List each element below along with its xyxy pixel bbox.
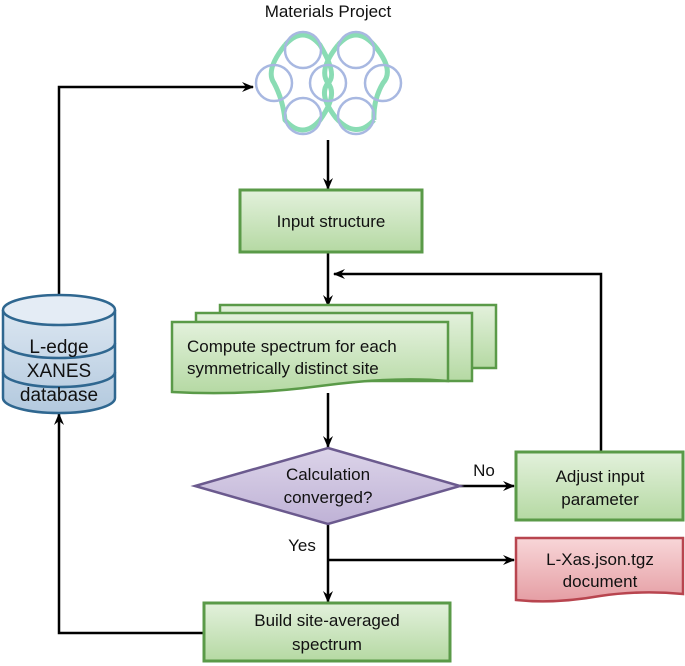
adjust-input-line-2: parameter	[561, 490, 639, 509]
materials-project-title: Materials Project	[265, 2, 392, 21]
output-document-line-2: document	[563, 572, 638, 591]
database-line-1: L-edge	[29, 337, 88, 358]
node-build-average: Build site-averaged spectrum	[202, 601, 452, 663]
document-layer-front	[170, 320, 450, 395]
node-compute-spectrum: Compute spectrum for each symmetrically …	[170, 303, 498, 395]
node-database: L-edge XANES database	[1, 293, 117, 415]
edge-label-yes: Yes	[288, 536, 316, 555]
build-average-line-1: Build site-averaged	[254, 611, 400, 630]
database-icon	[1, 310, 117, 415]
edge-label-no: No	[473, 461, 495, 480]
crystal-structure-icon	[254, 30, 403, 136]
molecule-bonds	[268, 32, 390, 133]
compute-spectrum-line-1: Compute spectrum for each	[187, 337, 397, 356]
build-average-line-2: spectrum	[292, 635, 362, 654]
decision-line-1: Calculation	[286, 465, 370, 484]
molecule-atoms	[254, 30, 403, 136]
node-output-document: L-Xas.json.tgz document	[514, 536, 685, 603]
arrow-database-to-mp	[57, 82, 254, 296]
database-line-3: database	[20, 385, 98, 406]
arrow-adjust-loop	[333, 269, 603, 452]
decision-line-2: converged?	[284, 488, 373, 507]
output-document-line-1: L-Xas.json.tgz	[546, 550, 654, 569]
arrow-build-to-database	[54, 413, 204, 635]
input-structure-label: Input structure	[277, 212, 386, 231]
adjust-input-line-1: Adjust input	[556, 467, 645, 486]
node-decision: Calculation converged?	[190, 446, 465, 526]
node-adjust-input: Adjust input parameter	[514, 450, 685, 522]
node-input-structure: Input structure	[238, 188, 424, 254]
database-line-2: XANES	[27, 361, 91, 382]
connectors	[54, 82, 603, 635]
compute-spectrum-line-2: symmetrically distinct site	[187, 359, 379, 378]
